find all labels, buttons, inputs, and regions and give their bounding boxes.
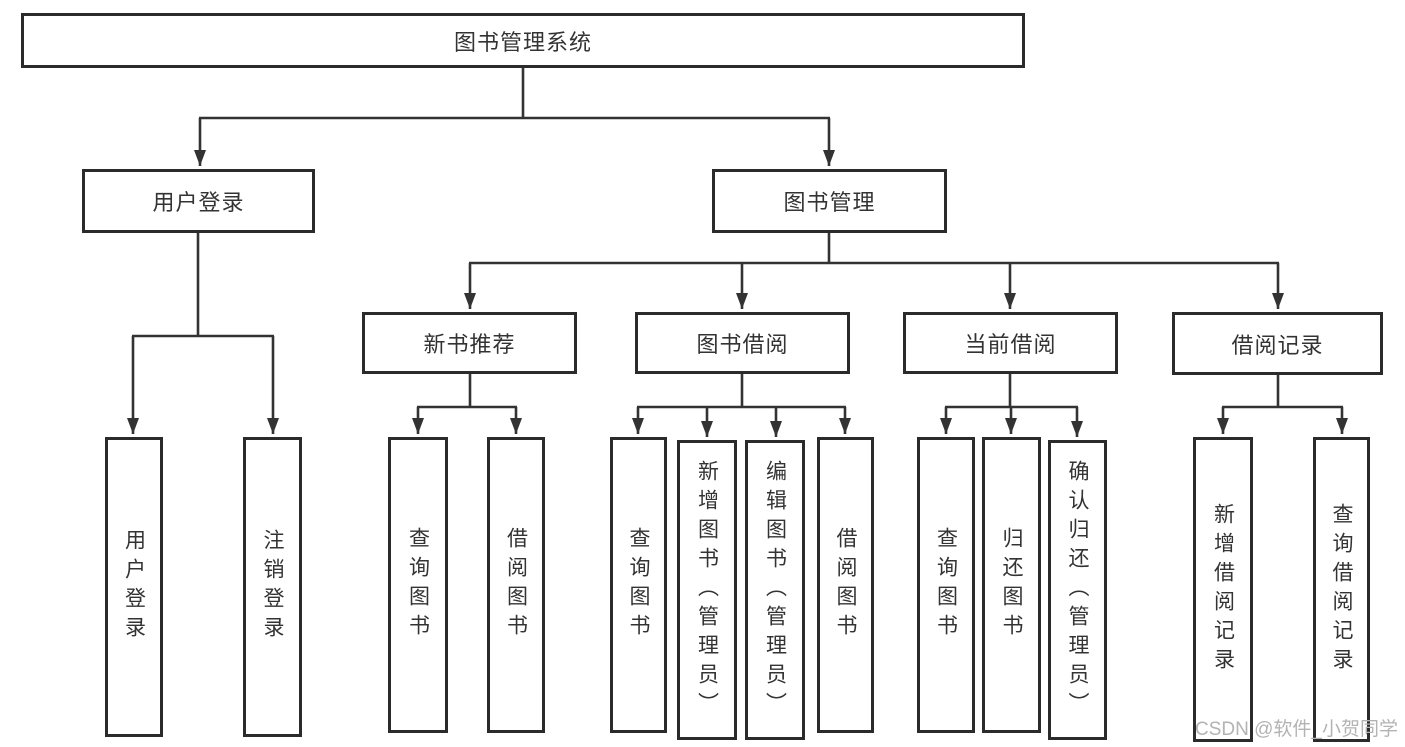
node-label: 借阅图书 [504, 527, 528, 643]
node-label: 当前借阅 [964, 332, 1057, 357]
node-label: 用户登录 [152, 190, 245, 215]
node-new-book-recommend: 新书推荐 [362, 312, 577, 374]
node-label: 确认归还（管理员） [1066, 459, 1089, 721]
node-leaf-cb-return-books: 归还图书 [982, 437, 1041, 733]
node-leaf-nb-query-books: 查询图书 [388, 437, 448, 733]
node-root: 图书管理系统 [21, 13, 1025, 68]
node-label: 借阅记录 [1231, 332, 1324, 358]
node-label: 图书管理 [783, 190, 876, 215]
node-leaf-user-login: 用户登录 [105, 437, 163, 737]
node-leaf-cb-confirm-return-admin: 确认归还（管理员） [1048, 440, 1107, 740]
node-label: 查询图书 [627, 527, 650, 643]
node-label: 图书管理系统 [453, 29, 592, 55]
current-borrow-branch [940, 374, 1083, 437]
node-book-management: 图书管理 [712, 169, 947, 233]
node-label: 新增借阅记录 [1211, 502, 1235, 677]
node-leaf-bb-add-books-admin: 新增图书（管理员） [677, 440, 737, 740]
node-label: 注销登录 [261, 529, 284, 645]
node-label: 用户登录 [122, 529, 146, 645]
node-label: 归还图书 [1000, 527, 1023, 643]
node-label: 查询图书 [406, 527, 430, 643]
node-leaf-br-query-record: 查询借阅记录 [1313, 437, 1370, 742]
book-borrow-branch [632, 374, 851, 437]
node-label: 新增图书（管理员） [695, 459, 719, 721]
node-leaf-logout: 注销登录 [243, 437, 302, 737]
node-book-borrow: 图书借阅 [635, 312, 850, 374]
node-borrow-records: 借阅记录 [1172, 312, 1383, 375]
node-label: 编辑图书（管理员） [763, 459, 787, 721]
node-leaf-br-add-record: 新增借阅记录 [1193, 437, 1253, 742]
node-label: 图书借阅 [696, 332, 789, 357]
book-management-branch [464, 233, 1284, 309]
new-book-recommend-branch [412, 374, 522, 434]
node-label: 借阅图书 [834, 527, 857, 643]
borrow-records-branch [1217, 374, 1348, 434]
node-leaf-bb-query-books: 查询图书 [610, 437, 667, 733]
node-leaf-cb-query-books: 查询图书 [917, 437, 975, 733]
node-label: 查询图书 [934, 527, 958, 643]
node-current-borrow: 当前借阅 [903, 312, 1118, 374]
node-user-login: 用户登录 [82, 169, 315, 233]
node-leaf-bb-borrow-books: 借阅图书 [817, 437, 874, 733]
node-leaf-nb-borrow-books: 借阅图书 [487, 437, 545, 733]
node-leaf-bb-edit-books-admin: 编辑图书（管理员） [745, 440, 805, 740]
root-branch [194, 67, 835, 166]
user-login-branch [127, 233, 279, 434]
node-label: 新书推荐 [423, 332, 516, 357]
node-label: 查询借阅记录 [1330, 502, 1353, 677]
watermark: CSDN @软件_小贺同学 [1195, 719, 1398, 740]
